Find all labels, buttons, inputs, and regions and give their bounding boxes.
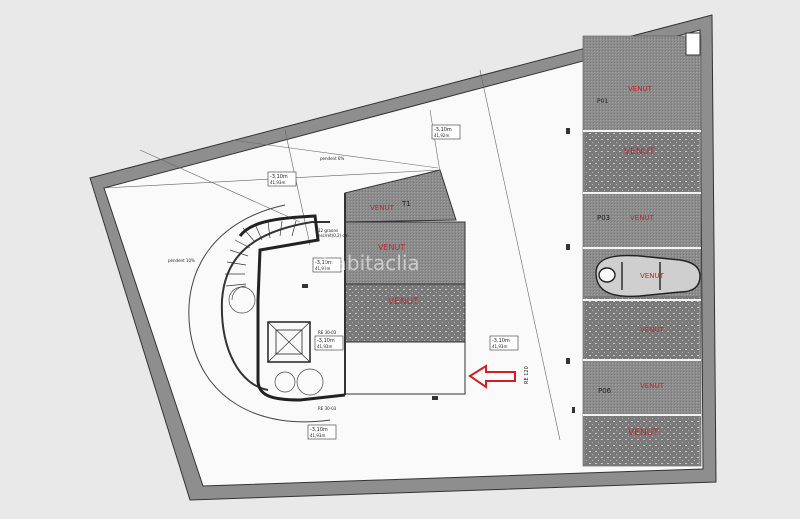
parking-number-1: P01 — [597, 98, 608, 105]
parking-status-1: VENUT — [628, 85, 653, 93]
storage-number-1: T1 — [401, 200, 411, 208]
storage-status-1: VENUT — [370, 204, 395, 212]
svg-text:41,93m: 41,93m — [492, 344, 507, 349]
svg-text:41,93m: 41,93m — [270, 180, 285, 185]
curved-ramp-inner — [220, 221, 330, 391]
stair-note-2: esc/ret(0,2) cm — [318, 233, 349, 238]
watermark-logo: habitaclia — [322, 251, 420, 275]
svg-text:41,93m: 41,93m — [315, 266, 330, 271]
parking-status-7: VENUT — [628, 428, 659, 438]
wall-markers — [302, 128, 575, 413]
lift-note-2: RE 30-03 — [318, 406, 337, 411]
storage-3 — [344, 283, 466, 343]
ramp-label: RE 120 — [524, 366, 530, 384]
storage-status-3: VENUT — [388, 297, 419, 307]
svg-text:41,93m: 41,93m — [317, 344, 332, 349]
svg-text:41,93m: 41,93m — [310, 433, 325, 438]
storage-status-2: VENUT — [378, 243, 405, 252]
svg-text:-3,10m: -3,10m — [315, 260, 333, 266]
parking-column — [582, 35, 702, 467]
level-box: -3,10m 41,93m — [312, 257, 342, 273]
parking-status-3: VENUT — [630, 214, 655, 222]
svg-text:-3,10m: -3,10m — [492, 338, 510, 344]
door-arc-1 — [231, 285, 247, 301]
level-box: -3,10m 41,93m — [489, 335, 519, 351]
parking-space-fill-7 — [585, 416, 699, 466]
level-box: -3,10m 41,92m — [431, 124, 461, 140]
door-swing-1 — [228, 286, 256, 314]
parking-space-fill-5 — [585, 296, 699, 360]
svg-text:-3,10m: -3,10m — [310, 427, 328, 433]
door-swing-2 — [296, 368, 324, 396]
pendent-note-top: pendent 6% — [320, 156, 344, 161]
level-box: -3,10m 41,93m — [314, 335, 344, 351]
parking-status-4: VENUT — [640, 272, 665, 280]
entrance-arrow — [468, 364, 516, 389]
car-icon — [595, 254, 701, 298]
storage-2 — [344, 221, 466, 285]
parking-dividers — [583, 130, 701, 416]
parking-status-2: VENUT — [624, 147, 655, 157]
parking-status-5: VENUT — [640, 326, 665, 334]
corner-box — [685, 32, 701, 56]
lift-note-1: RE 30-03 — [318, 330, 337, 335]
door-swing-3 — [274, 371, 296, 393]
stair-note: 12 graons — [318, 228, 338, 233]
parking-number-6: P06 — [598, 387, 612, 395]
svg-text:41,92m: 41,92m — [434, 133, 449, 138]
svg-text:-3,10m: -3,10m — [270, 174, 288, 180]
storage-3-base — [344, 341, 466, 395]
svg-text:-3,10m: -3,10m — [434, 127, 452, 133]
level-box: -3,10m 41,93m — [267, 171, 297, 187]
pendent-note-left: pendent 10% — [168, 258, 195, 263]
core-walls — [238, 214, 346, 402]
svg-text:-3,10m: -3,10m — [317, 338, 335, 344]
level-box: -3,10m 41,93m — [307, 424, 337, 440]
parking-number-3: P03 — [597, 214, 610, 222]
parking-space-fill-2 — [585, 132, 699, 192]
parking-status-6: VENUT — [640, 382, 665, 390]
curved-ramp-outer — [188, 204, 331, 423]
